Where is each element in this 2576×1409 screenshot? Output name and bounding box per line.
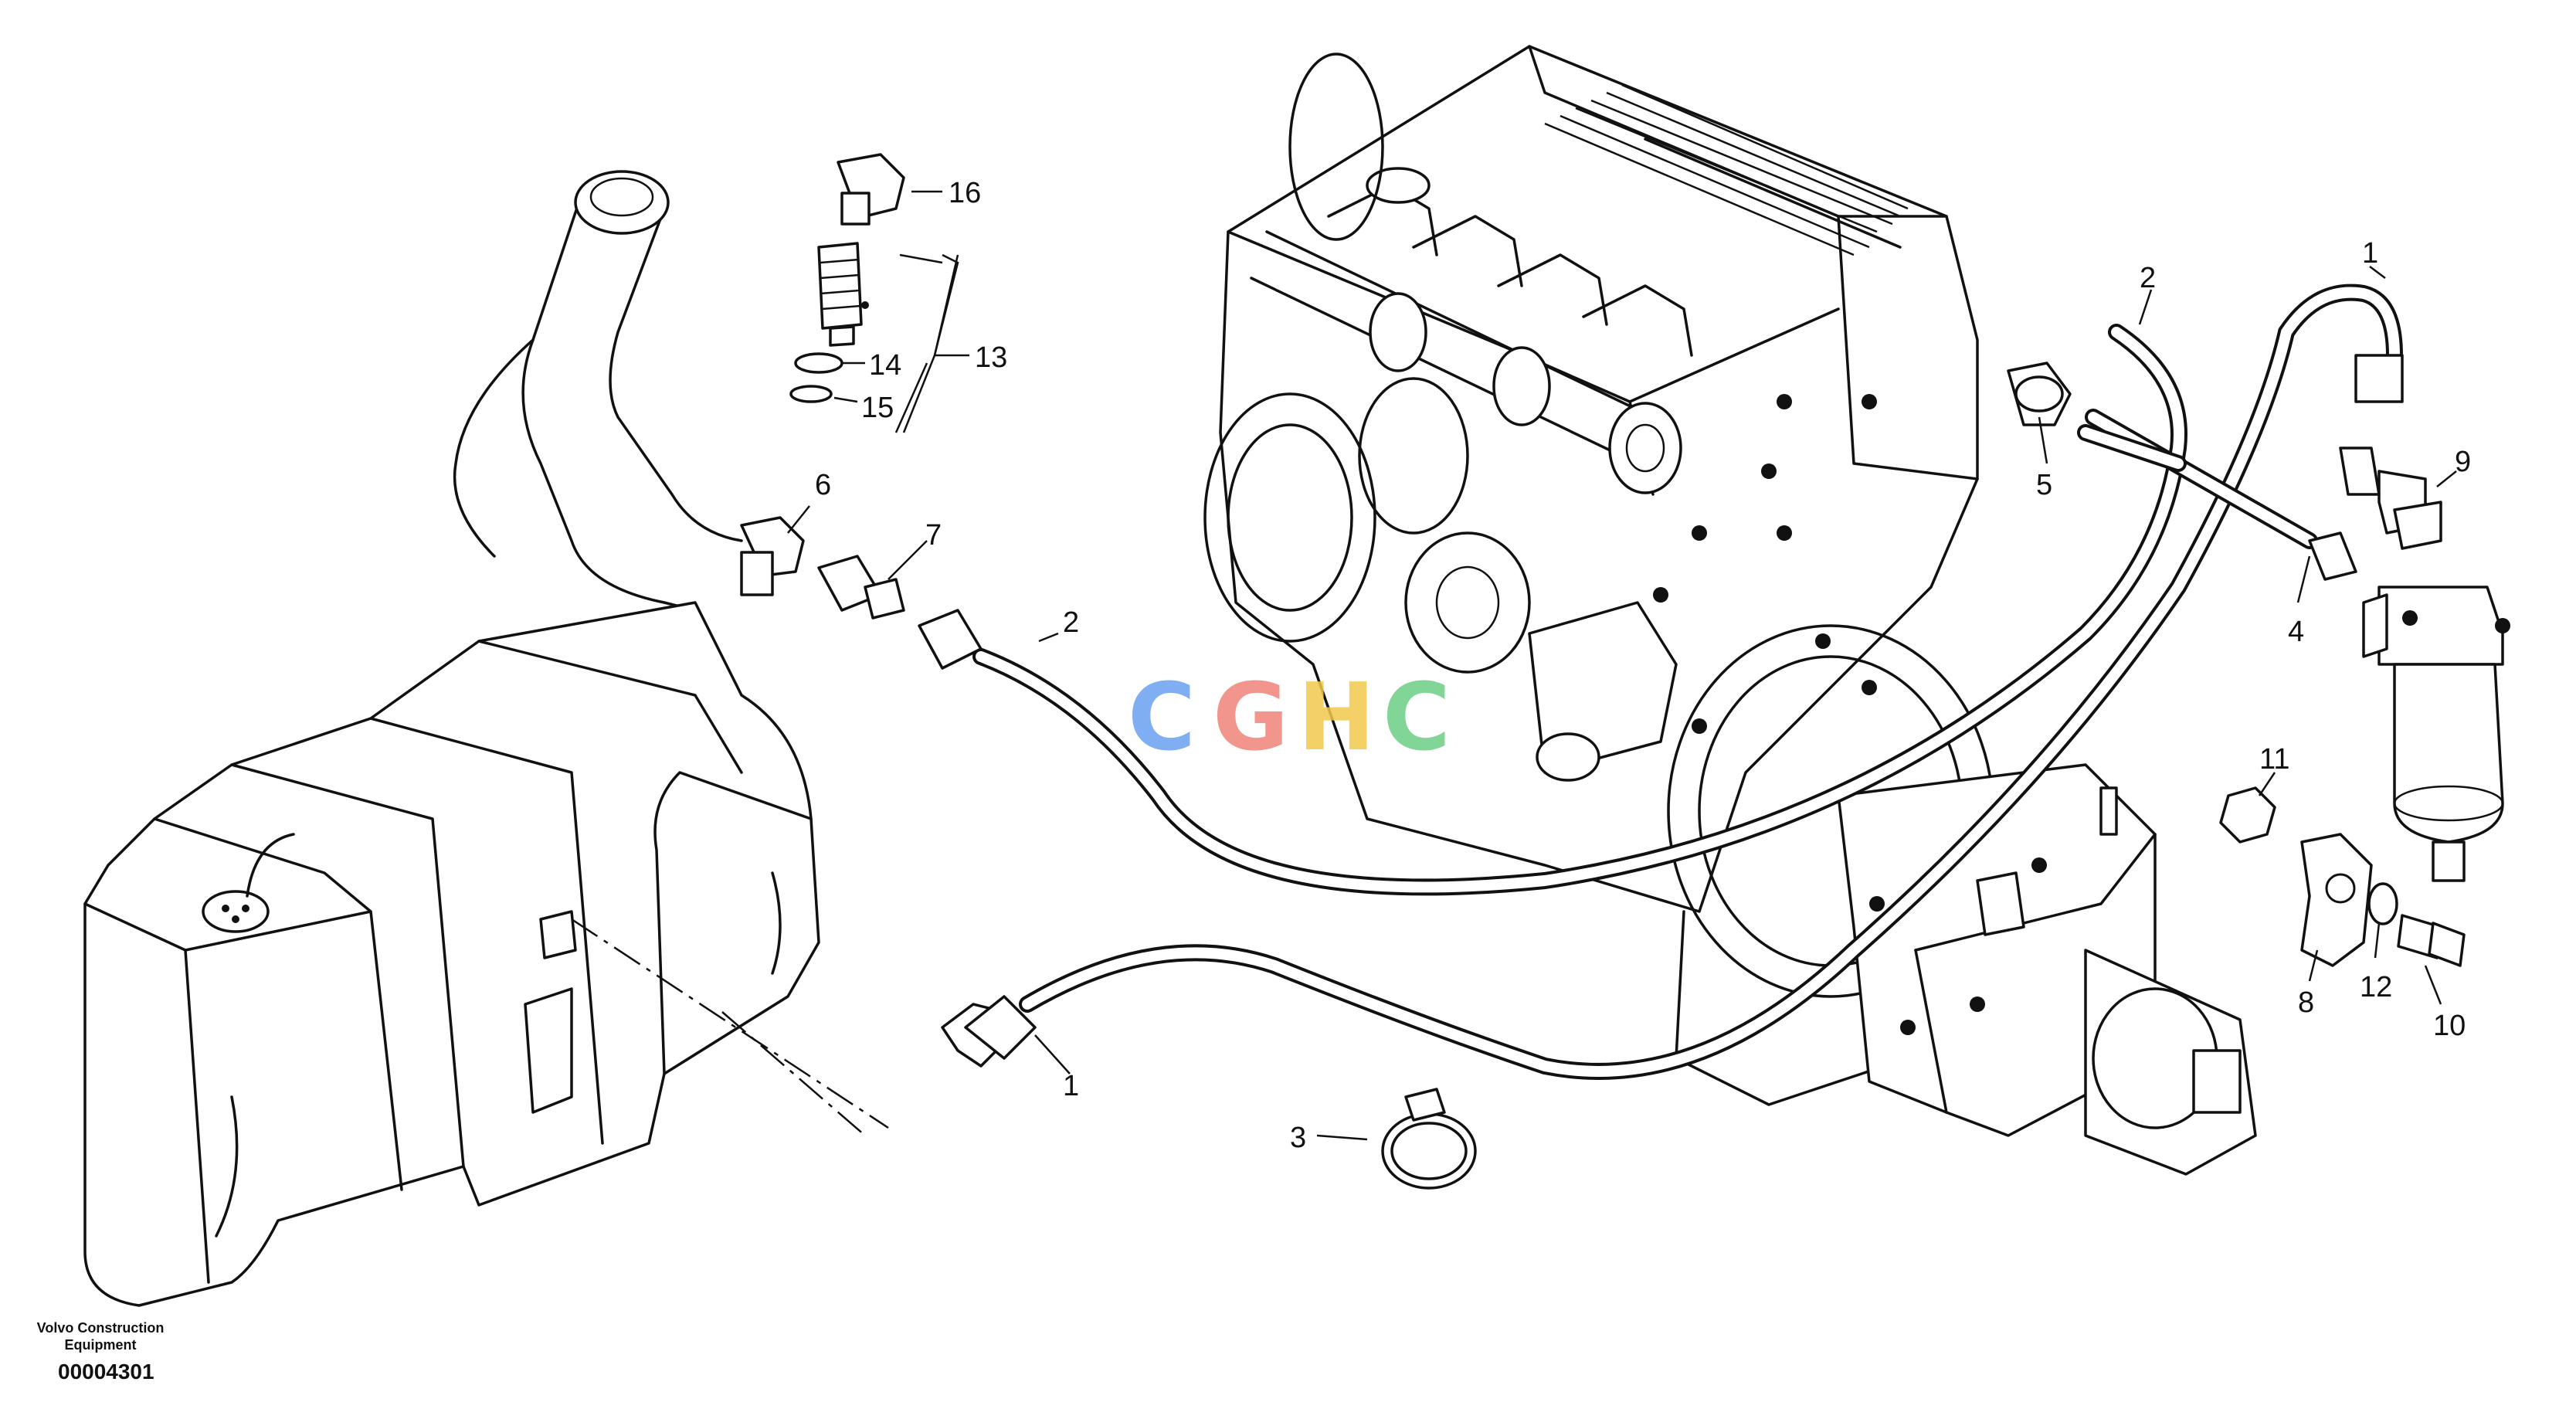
callout-2-top: 2 bbox=[2140, 262, 2156, 294]
brand-label: Volvo Construction Equipment bbox=[23, 1319, 178, 1353]
callout-8: 8 bbox=[2298, 986, 2314, 1019]
hydraulic-pump bbox=[1837, 763, 2257, 1176]
callout-3: 3 bbox=[1290, 1122, 1306, 1154]
callout-12: 12 bbox=[2360, 971, 2392, 1003]
watermark-letter-3: H bbox=[1298, 664, 1375, 772]
callout-5: 5 bbox=[2036, 469, 2052, 501]
fuel-tank bbox=[83, 170, 889, 1307]
callout-16: 16 bbox=[949, 177, 981, 209]
document-number: 00004301 bbox=[58, 1360, 154, 1384]
small-parts bbox=[740, 153, 2466, 1190]
engine bbox=[1203, 45, 1994, 1106]
brand-line-2: Equipment bbox=[64, 1337, 137, 1353]
callout-9: 9 bbox=[2455, 446, 2471, 478]
callouts: 1 1 2 2 3 4 5 6 7 8 9 10 11 12 13 14 15 … bbox=[815, 177, 2471, 1154]
callout-11: 11 bbox=[2259, 743, 2289, 776]
callout-1-top: 1 bbox=[2362, 237, 2378, 270]
watermark-letter-2: G bbox=[1213, 664, 1289, 772]
watermark-letter-4: C bbox=[1383, 664, 1451, 772]
callout-14: 14 bbox=[869, 349, 901, 382]
callout-2-left: 2 bbox=[1063, 606, 1079, 639]
callout-13: 13 bbox=[975, 341, 1007, 374]
callout-1-bottom: 1 bbox=[1063, 1070, 1079, 1102]
watermark-letter-1: C bbox=[1128, 664, 1196, 772]
leader-lines bbox=[787, 190, 2457, 1141]
brand-line-1: Volvo Construction bbox=[36, 1320, 165, 1336]
callout-4: 4 bbox=[2288, 616, 2304, 648]
callout-10: 10 bbox=[2433, 1010, 2466, 1042]
callout-15: 15 bbox=[861, 392, 894, 424]
callout-7: 7 bbox=[925, 519, 942, 552]
callout-6: 6 bbox=[815, 469, 831, 501]
watermark: C G H C bbox=[1128, 664, 1451, 772]
